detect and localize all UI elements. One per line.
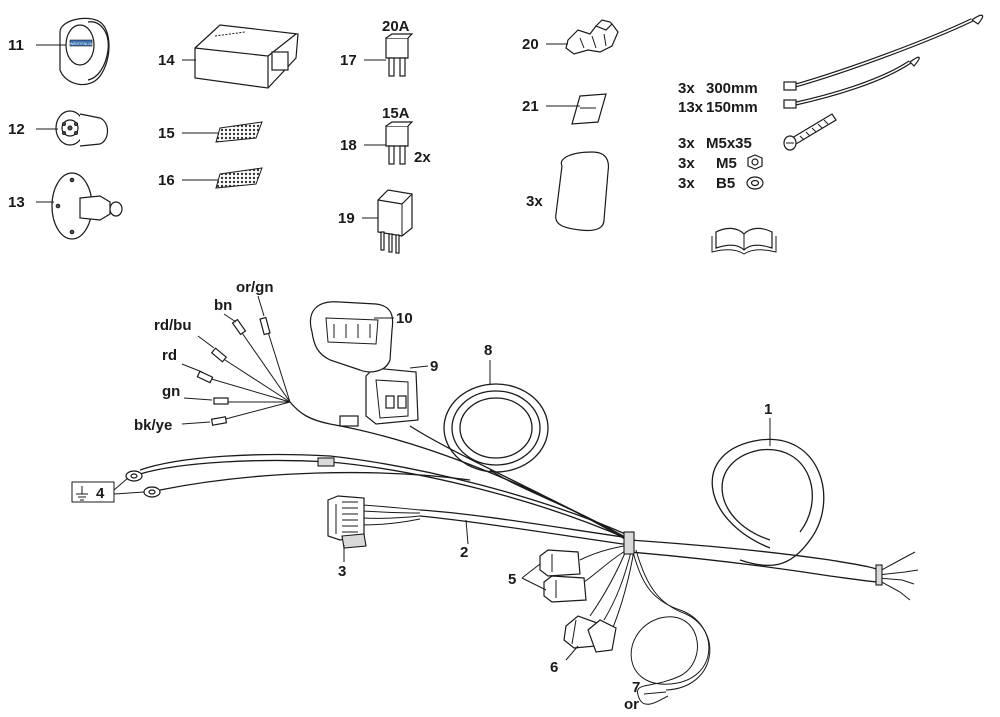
wire-label-bk-ye: bk/ye xyxy=(134,417,172,434)
brand-label: WESTFALIA xyxy=(70,41,93,46)
fuse-20a-rating: 20A xyxy=(382,18,410,35)
foam-pad-part xyxy=(555,151,610,232)
connector-10 xyxy=(309,301,394,373)
control-module-part xyxy=(194,24,299,89)
wire-7-coil xyxy=(630,547,711,705)
hw-item-150: 150mm xyxy=(706,99,758,116)
screw-part xyxy=(783,113,837,151)
label-14: 14 xyxy=(158,52,175,69)
label-20: 20 xyxy=(522,36,539,53)
foam-pad-qty: 3x xyxy=(526,193,543,210)
hw-qty-screw: 3x xyxy=(678,135,695,152)
wire-label-rd-bu: rd/bu xyxy=(154,317,192,334)
fuse-15a-rating: 15A xyxy=(382,105,410,122)
label-4: 4 xyxy=(96,485,105,502)
label-10: 10 xyxy=(396,310,413,327)
fuse-20a-part xyxy=(385,33,414,77)
hw-qty-300: 3x xyxy=(678,80,695,97)
wire-label-gn: gn xyxy=(162,383,180,400)
connector-9 xyxy=(365,367,631,543)
socket-13pin-part: WESTFALIA xyxy=(59,17,110,86)
connectors-5 xyxy=(539,544,631,603)
wire-label-rd: rd xyxy=(162,347,177,364)
gasket-part xyxy=(51,172,123,240)
hw-qty-150: 13x xyxy=(678,99,704,116)
nut-part xyxy=(747,154,763,170)
label-7: 7 xyxy=(632,679,640,696)
label-2: 2 xyxy=(460,544,468,561)
label-15: 15 xyxy=(158,125,175,142)
label-3: 3 xyxy=(338,563,346,580)
label-16: 16 xyxy=(158,172,175,189)
label-11: 11 xyxy=(8,37,24,54)
ground-label-box xyxy=(71,481,115,503)
loose-wires-bundle xyxy=(196,316,631,541)
label-1: 1 xyxy=(764,401,772,418)
label-8: 8 xyxy=(484,342,492,359)
label-5: 5 xyxy=(508,571,516,588)
hw-qty-washer: 3x xyxy=(678,175,695,192)
velcro-pad-16 xyxy=(215,167,263,189)
label-12: 12 xyxy=(8,121,25,138)
cable-tie-150-part xyxy=(783,56,920,109)
harness-junction xyxy=(623,531,635,555)
label-17: 17 xyxy=(340,52,357,69)
harness-branch-2 xyxy=(361,504,631,546)
manual-book-icon xyxy=(711,227,777,255)
washer-part xyxy=(746,176,764,190)
wire-label-bn: bn xyxy=(214,297,232,314)
hw-item-300: 300mm xyxy=(706,80,758,97)
fuse-15a-part xyxy=(385,121,414,165)
label-9: 9 xyxy=(430,358,438,375)
ground-symbol-icon xyxy=(76,486,88,501)
hw-item-washer: B5 xyxy=(716,175,735,192)
hw-item-screw: M5x35 xyxy=(706,135,752,152)
wire-label-or-gn: or/gn xyxy=(236,279,274,296)
fuse-15a-qty: 2x xyxy=(414,149,431,166)
velcro-pad-15 xyxy=(215,121,263,143)
hw-item-nut: M5 xyxy=(716,155,737,172)
label-19: 19 xyxy=(338,210,355,227)
cable-clip-part xyxy=(565,19,619,55)
cable-coil-8 xyxy=(443,383,631,541)
label-18: 18 xyxy=(340,137,357,154)
connector-6 xyxy=(563,545,635,653)
socket-adapter-part xyxy=(55,110,109,147)
ground-wires-4 xyxy=(125,453,631,541)
wire-7-color: or xyxy=(624,696,639,713)
main-harness-cable xyxy=(629,438,919,601)
cable-tie-300-part xyxy=(783,14,984,91)
relay-part xyxy=(377,189,413,254)
connector-3 xyxy=(327,495,367,549)
hw-qty-nut: 3x xyxy=(678,155,695,172)
label-21: 21 xyxy=(522,98,539,115)
label-6: 6 xyxy=(550,659,558,676)
label-13: 13 xyxy=(8,194,25,211)
sticker-part xyxy=(571,93,607,125)
